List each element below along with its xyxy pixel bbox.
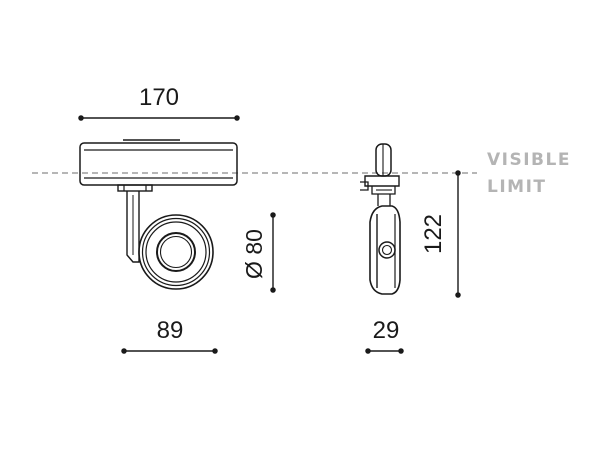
side-connector-lower bbox=[360, 181, 369, 191]
dim-29-label: 29 bbox=[373, 317, 400, 344]
side-pivot-knob bbox=[378, 241, 396, 259]
dim-122-end bbox=[455, 292, 461, 298]
lamp-lens-ring bbox=[156, 232, 196, 272]
lamp-head-second-ring bbox=[141, 217, 211, 287]
visible-limit-label-line1: VISIBLE bbox=[487, 150, 571, 170]
dim-89-end bbox=[121, 348, 127, 354]
side-connector bbox=[364, 175, 400, 187]
dim-89-end bbox=[212, 348, 218, 354]
dim-170-end bbox=[78, 115, 84, 121]
dim-diameter-end bbox=[270, 212, 276, 218]
side-connector-lip bbox=[371, 186, 396, 195]
dim-diameter-end bbox=[270, 287, 276, 293]
dim-122-end bbox=[455, 170, 461, 176]
dim-170-end bbox=[234, 115, 240, 121]
front-view bbox=[78, 115, 276, 354]
adapter-housing bbox=[79, 142, 238, 186]
lamp-head-third-ring bbox=[145, 221, 207, 283]
visible-limit-label-line2: LIMIT bbox=[487, 177, 547, 197]
side-pivot-knob-inner bbox=[381, 244, 393, 256]
side-view bbox=[360, 143, 461, 354]
side-lamp-body bbox=[369, 205, 401, 295]
lamp-lens bbox=[159, 235, 193, 269]
dim-diameter-label: Ø 80 bbox=[241, 229, 267, 279]
dim-29-end bbox=[398, 348, 404, 354]
side-yoke bbox=[377, 194, 391, 206]
lamp-head-outer-ring bbox=[138, 214, 214, 290]
dim-122-label: 122 bbox=[420, 214, 447, 254]
dim-89-label: 89 bbox=[157, 317, 184, 344]
arm bbox=[126, 191, 140, 263]
dim-170-label: 170 bbox=[139, 84, 179, 111]
dim-29-end bbox=[365, 348, 371, 354]
mount-bracket-top bbox=[117, 184, 153, 192]
